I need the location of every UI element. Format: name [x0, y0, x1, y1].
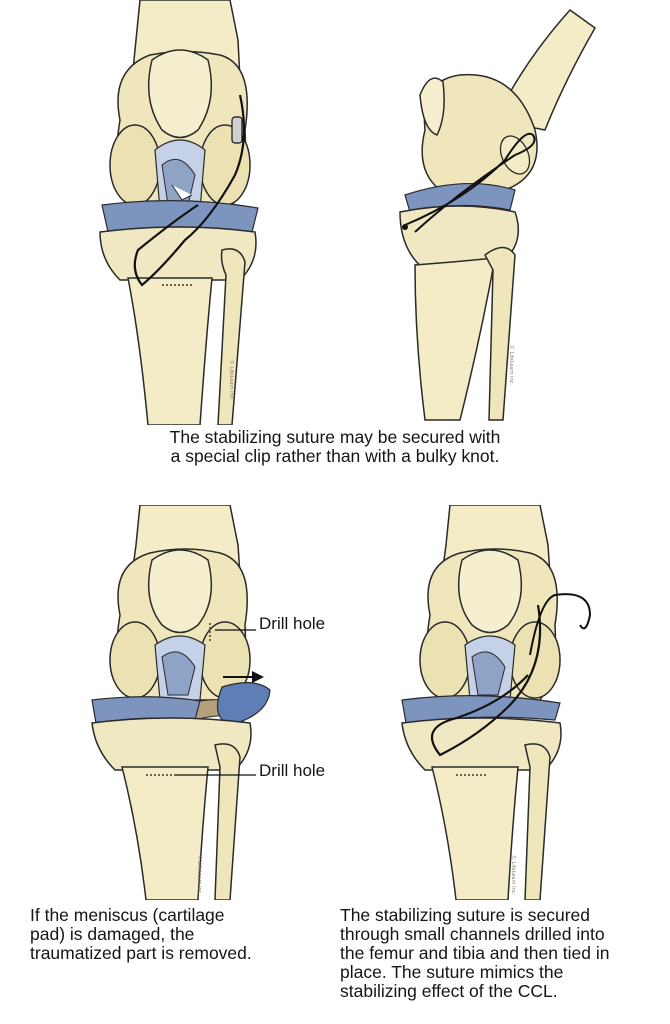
watermark: © LifeLearn Inc.	[228, 360, 235, 401]
caption-top: The stabilizing suture may be secured wi…	[0, 428, 670, 466]
tibia-plateau	[91, 717, 252, 771]
caption-br-line4: place. The suture mimics the	[340, 962, 564, 982]
drill-hole-label-tibia: Drill hole	[259, 761, 326, 780]
caption-bottom-right: The stabilizing suture is secured throug…	[340, 906, 650, 1001]
drill-hole-label-femur: Drill hole	[259, 614, 326, 633]
caption-top-line1: The stabilizing suture may be secured wi…	[169, 427, 501, 447]
patella	[457, 549, 523, 634]
diagram-front-clip: © LifeLearn Inc.	[80, 0, 280, 425]
torn-meniscus-piece	[216, 682, 271, 726]
suture-needle	[529, 593, 592, 656]
diagram-side-clip: © LifeLearn Inc.	[385, 0, 605, 425]
tibia-shaft	[127, 277, 213, 425]
patella	[419, 77, 445, 136]
diagram-meniscus-removed: © LifeLearn Inc.	[80, 505, 280, 900]
suture	[133, 94, 246, 287]
caption-br-line1: The stabilizing suture is secured	[340, 905, 590, 925]
patella	[147, 49, 213, 139]
fibula	[217, 248, 246, 425]
caption-bl-line1: If the meniscus (cartilage	[30, 905, 225, 925]
tibia-plateau	[99, 226, 257, 281]
caption-bottom-left: If the meniscus (cartilage pad) is damag…	[30, 906, 320, 963]
tibia-plateau	[401, 717, 562, 771]
watermark: © LifeLearn Inc.	[508, 345, 515, 386]
caption-bl-line3: traumatized part is removed.	[30, 943, 252, 963]
caption-br-line5: stabilizing effect of the CCL.	[340, 981, 558, 1001]
drill-hole-mark	[402, 224, 408, 230]
watermark: © LifeLearn Inc.	[510, 855, 517, 896]
patella	[147, 549, 213, 634]
suture	[404, 132, 536, 233]
caption-br-line3: the femur and tibia and then tied in	[340, 943, 610, 963]
caption-br-line2: through small channels drilled into	[340, 924, 605, 944]
watermark: © LifeLearn Inc.	[196, 855, 203, 896]
tibia-shaft	[414, 257, 496, 421]
cruciate-ligament	[161, 651, 196, 696]
cruciate-ligament	[471, 651, 506, 696]
suture	[430, 604, 542, 757]
suture-clip	[231, 116, 243, 144]
caption-top-line2: a special clip rather than with a bulky …	[170, 446, 500, 466]
caption-bl-line2: pad) is damaged, the	[30, 924, 195, 944]
diagram-suture-channels: © LifeLearn Inc.	[390, 505, 610, 900]
fibula	[484, 246, 516, 421]
